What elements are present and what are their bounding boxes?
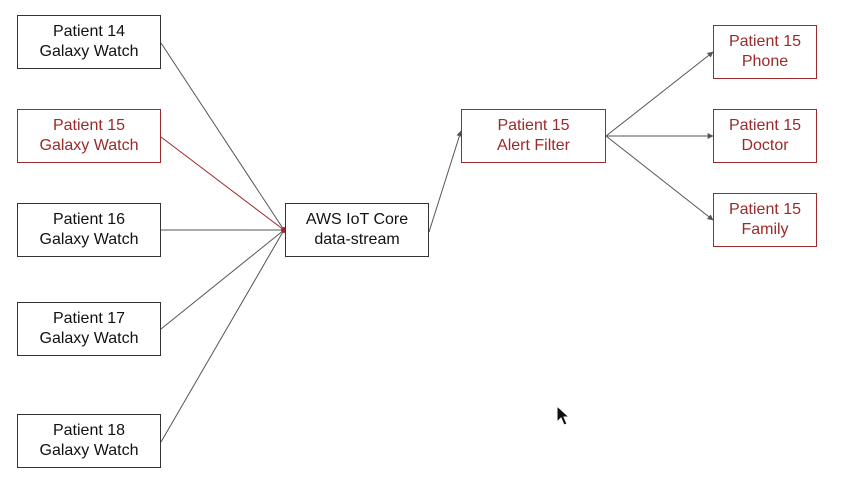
node-patient-15-family[interactable]: Patient 15 Family [713, 193, 817, 247]
node-patient-16-watch[interactable]: Patient 16 Galaxy Watch [17, 203, 161, 257]
edge-filter-to-family [605, 135, 714, 221]
node-label-line2: Galaxy Watch [39, 330, 139, 347]
node-patient-15-phone[interactable]: Patient 15 Phone [713, 25, 817, 79]
node-label-line1: Patient 16 [52, 211, 126, 228]
node-label-line1: Patient 17 [52, 310, 126, 327]
node-label-line2: Doctor [741, 137, 789, 154]
node-label-line1: Patient 14 [52, 23, 126, 40]
edge-filter-to-phone [605, 51, 714, 137]
node-patient-15-doctor[interactable]: Patient 15 Doctor [713, 109, 817, 163]
node-label-line2: data-stream [314, 231, 400, 248]
node-patient-15-watch[interactable]: Patient 15 Galaxy Watch [17, 109, 161, 163]
node-label-line2: Galaxy Watch [39, 137, 139, 154]
node-patient-17-watch[interactable]: Patient 17 Galaxy Watch [17, 302, 161, 356]
node-label-line2: Phone [741, 53, 789, 70]
node-patient-14-watch[interactable]: Patient 14 Galaxy Watch [17, 15, 161, 69]
node-label-line1: Patient 15 [497, 117, 570, 134]
node-label-line1: Patient 15 [728, 33, 802, 50]
node-label-line1: Patient 15 [728, 201, 802, 218]
node-label-line1: Patient 15 [52, 117, 126, 134]
edge-p14-to-aws [160, 42, 285, 231]
node-label-line2: Galaxy Watch [39, 442, 139, 459]
node-label-line2: Alert Filter [497, 137, 570, 154]
node-label-line1: Patient 18 [52, 422, 126, 439]
node-label-line2: Family [741, 221, 789, 238]
edge-aws-to-filter [428, 130, 463, 233]
node-label-line2: Galaxy Watch [39, 231, 139, 248]
node-aws-iot-core[interactable]: AWS IoT Core data-stream [285, 203, 429, 257]
node-label-line2: Galaxy Watch [39, 43, 139, 60]
node-label-line1: Patient 15 [728, 117, 802, 134]
node-label-line1: AWS IoT Core [305, 211, 409, 228]
edge-p17-to-aws [160, 229, 285, 330]
node-alert-filter[interactable]: Patient 15 Alert Filter [461, 109, 606, 163]
node-patient-18-watch[interactable]: Patient 18 Galaxy Watch [17, 414, 161, 468]
mouse-pointer-icon [556, 405, 570, 426]
edge-p15-to-aws [160, 136, 285, 231]
edge-p18-to-aws [160, 229, 285, 443]
